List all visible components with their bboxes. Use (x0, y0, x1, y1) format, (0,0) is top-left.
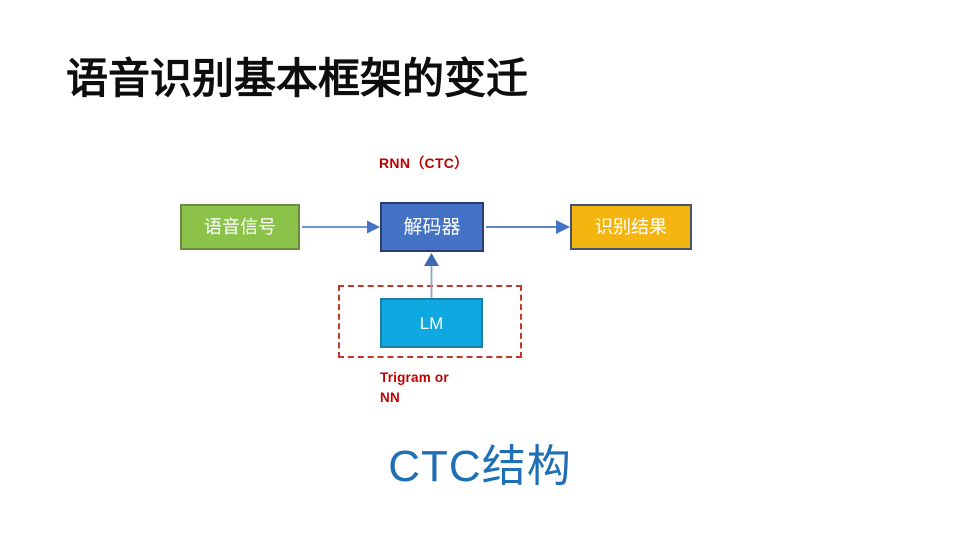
node-recognition-result-label: 识别结果 (595, 217, 667, 237)
page-title: 语音识别基本框架的变迁 (66, 55, 529, 102)
lm-dashed-group (338, 285, 522, 358)
node-speech-signal[interactable]: 语音信号 (180, 204, 300, 250)
trigram-or-nn-caption: Trigram or NN (380, 370, 449, 405)
node-language-model-label: LM (419, 313, 444, 333)
node-language-model[interactable]: LM (380, 298, 483, 348)
rnn-ctc-caption: RNN（CTC） (379, 155, 469, 171)
arrow-speech-to-decoder (302, 220, 380, 234)
node-decoder[interactable]: 解码器 (380, 202, 484, 252)
arrow-decoder-to-result (486, 220, 570, 234)
node-speech-signal-label: 语音信号 (204, 217, 276, 237)
bottom-heading: CTC结构 (388, 442, 572, 491)
node-decoder-label: 解码器 (403, 216, 461, 238)
node-recognition-result[interactable]: 识别结果 (570, 204, 692, 250)
